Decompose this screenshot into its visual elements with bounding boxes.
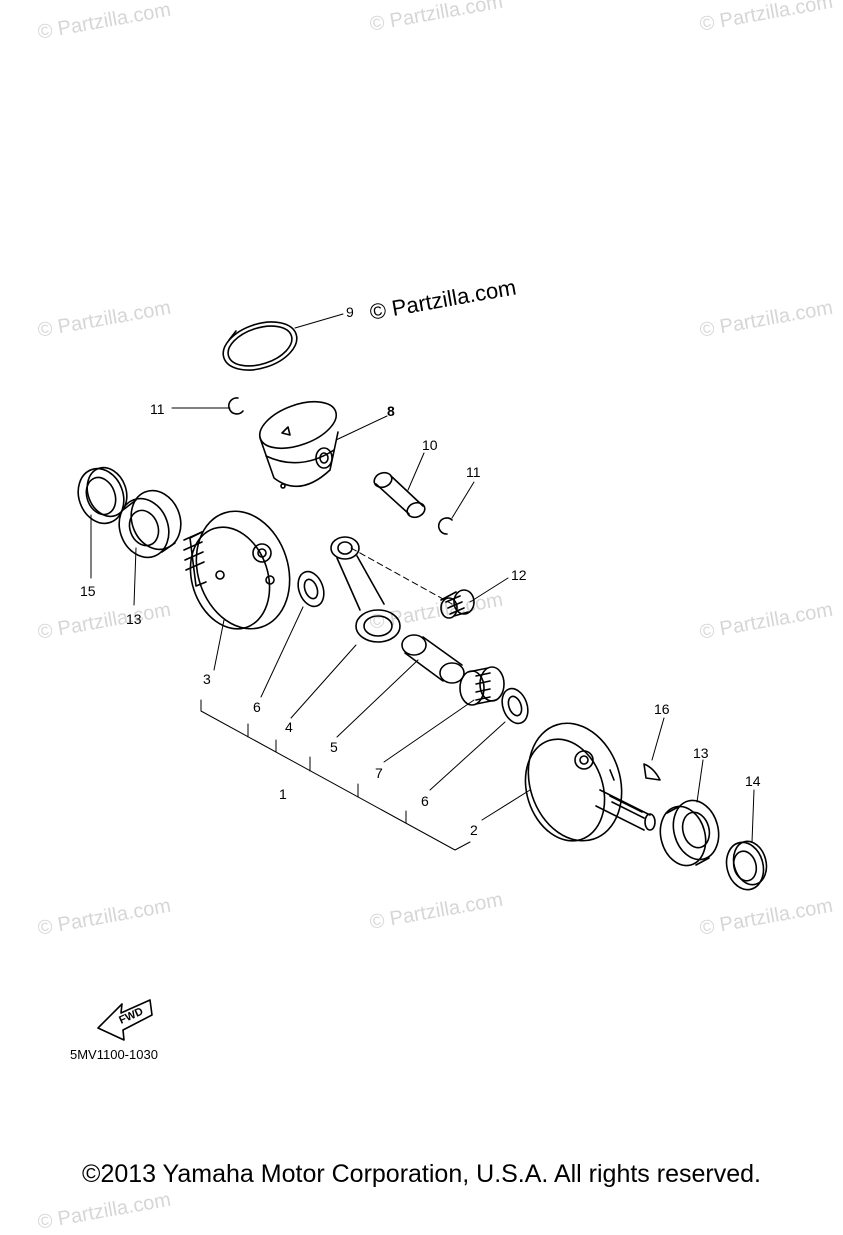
copyright-notice: ©2013 Yamaha Motor Corporation, U.S.A. A…	[82, 1160, 761, 1188]
circlip	[228, 397, 244, 415]
oil-seal-left	[77, 466, 128, 525]
callout-4: 4	[285, 719, 293, 735]
callout-11: 11	[466, 464, 481, 480]
callout-7: 7	[375, 765, 383, 781]
callout-13: 13	[126, 611, 142, 627]
big-end-bearing	[459, 666, 505, 706]
callout-16: 16	[654, 701, 670, 717]
circlip	[437, 517, 453, 535]
callout-14: 14	[745, 773, 761, 789]
bearing-right	[659, 799, 720, 867]
connecting-rod	[330, 536, 453, 643]
crank-half-right	[524, 722, 656, 842]
small-end-bearing	[440, 589, 475, 619]
callout-8: 8	[387, 403, 395, 419]
callout-6: 6	[421, 793, 429, 809]
woodruff-key	[643, 763, 661, 781]
exploded-view-drawing: FWD	[77, 313, 768, 1041]
callout-3: 3	[203, 671, 211, 687]
fwd-arrow-icon: FWD	[97, 999, 153, 1041]
callout-9: 9	[346, 304, 354, 320]
piston-ring	[222, 321, 298, 371]
callout-13: 13	[693, 745, 709, 761]
crank-half-left	[183, 510, 291, 630]
callout-6: 6	[253, 699, 261, 715]
callout-5: 5	[330, 739, 338, 755]
callout-10: 10	[422, 437, 438, 453]
callout-11: 11	[150, 401, 165, 417]
diagram-code: 5MV1100-1030	[70, 1047, 158, 1062]
piston-pin	[373, 471, 426, 519]
parts-diagram: © Partzilla.com © Partzilla.com © Partzi…	[36, 0, 835, 1234]
leader-lines	[90, 313, 755, 843]
thrust-washer-left	[297, 570, 325, 608]
callout-15: 15	[80, 583, 96, 599]
callout-1: 1	[279, 786, 287, 802]
oil-seal-right	[725, 840, 768, 891]
piston	[258, 400, 339, 489]
assembly-bracket	[200, 699, 471, 851]
callout-12: 12	[511, 567, 527, 583]
callout-2: 2	[470, 822, 478, 838]
crank-pin	[401, 634, 465, 684]
bearing-left	[118, 489, 182, 559]
thrust-washer-right	[501, 687, 529, 725]
